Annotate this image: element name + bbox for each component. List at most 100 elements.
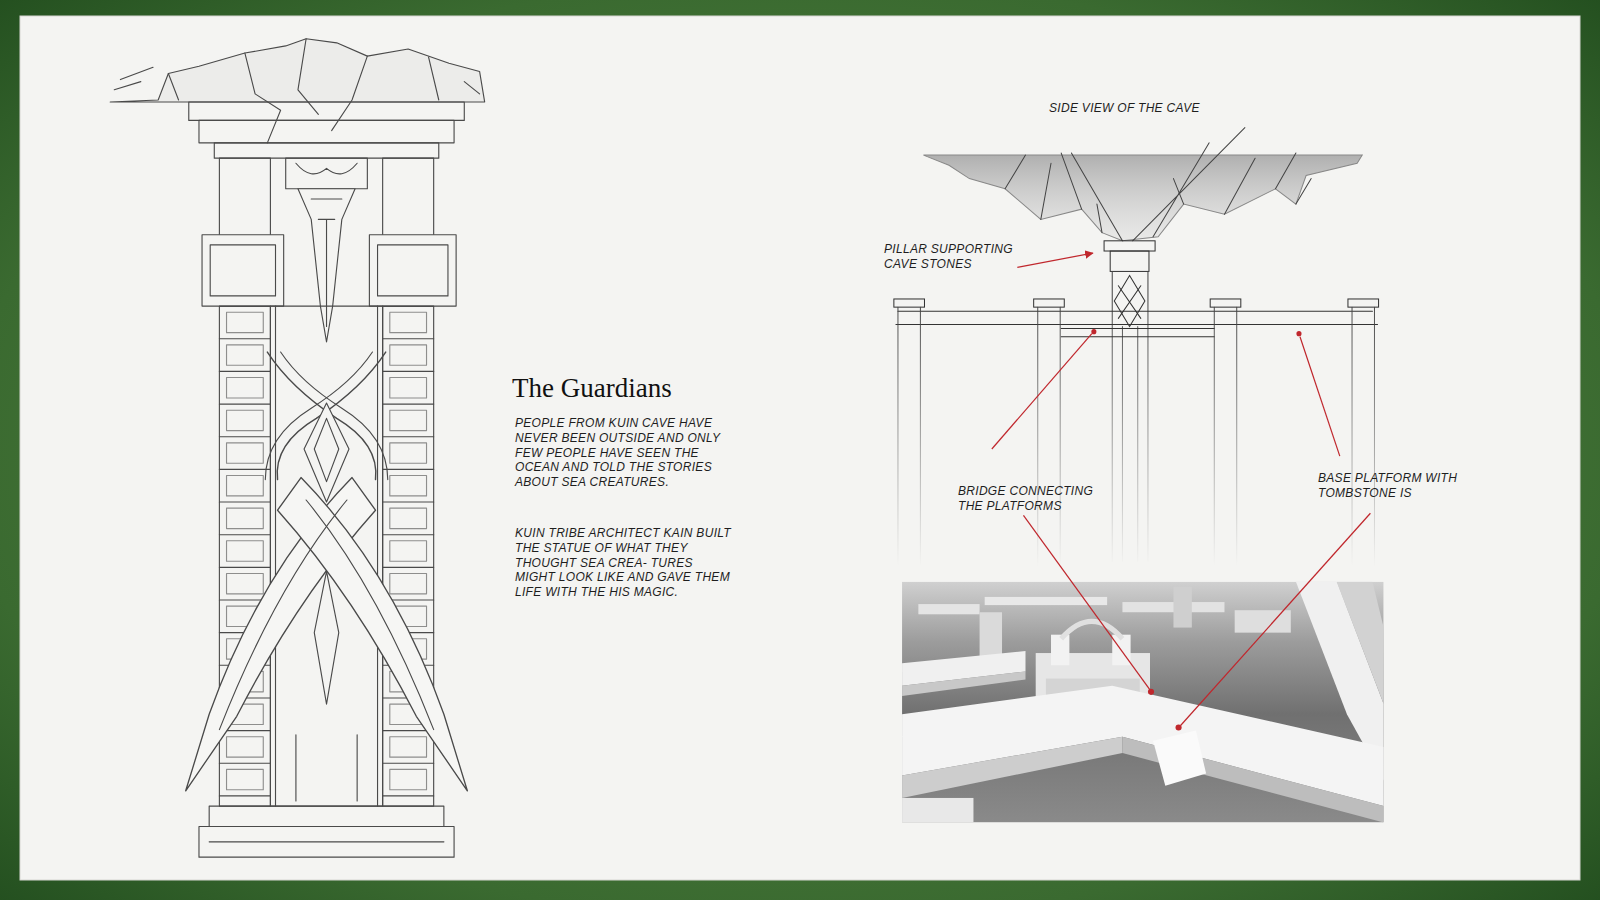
cave-side-view-stroke-stroke [1214, 307, 1236, 566]
pillar-sketch-stroke [114, 82, 141, 90]
cave-side-view-stroke [1118, 286, 1140, 319]
render-view-stroke [1173, 587, 1191, 628]
pillar-sketch-stroke [464, 82, 479, 94]
callout-label: PILLAR SUPPORTING CAVE STONES [884, 242, 1036, 272]
render-view-stroke [1061, 621, 1122, 638]
pillar-sketch-stroke [278, 478, 468, 791]
pillar-sketch-stroke [296, 163, 357, 174]
pillar-sketch [110, 39, 484, 857]
pillar-sketch-stroke [369, 235, 456, 306]
pillar-sketch-stroke-stroke [227, 378, 427, 398]
cave-side-view-stroke-stroke [898, 307, 920, 566]
pillar-sketch-stroke [189, 102, 465, 120]
pillar-sketch-stroke [429, 57, 439, 100]
render-view-stroke [902, 737, 1122, 798]
cave-side-view-stroke [1112, 271, 1148, 561]
leader-lines-stroke [1300, 337, 1340, 456]
pillar-sketch-stroke-stroke [227, 573, 427, 593]
cave-side-view-stroke-stroke [1352, 307, 1374, 566]
pillar-sketch-stroke [209, 806, 444, 826]
pillar-sketch-stroke [306, 500, 434, 730]
cave-side-view-stroke-stroke [1038, 307, 1060, 566]
pillar-sketch-stroke-stroke [219, 338, 433, 339]
pillar-sketch-stroke [120, 67, 153, 79]
pillar-sketch-stroke-stroke [219, 697, 433, 698]
pillar-sketch-stroke-stroke [219, 763, 433, 764]
render-view-stroke [1235, 610, 1291, 632]
paper-sheet [20, 16, 1580, 880]
render-view-stroke [1153, 731, 1206, 786]
pillar-sketch-stroke [311, 199, 342, 327]
pillar-sketch-stroke [186, 478, 376, 791]
render-view-stroke [902, 582, 1384, 823]
render-view [902, 582, 1384, 823]
view-caption: SIDE VIEW OF THE CAVE [1049, 101, 1259, 116]
cave-side-view [894, 128, 1379, 567]
render-view-stroke [1337, 582, 1384, 704]
pillar-sketch-stroke [378, 245, 448, 296]
page-title: The Guardians [512, 372, 672, 404]
cave-side-view-stroke-stroke [1210, 299, 1241, 307]
pillar-sketch-stroke [199, 827, 454, 858]
cave-side-view-stroke [894, 299, 1379, 566]
pillar-sketch-stroke-stroke [227, 737, 427, 757]
pillar-sketch-stroke [168, 73, 178, 100]
pillar-sketch-stroke-stroke [227, 704, 427, 724]
pillar-sketch-stroke [332, 56, 368, 130]
pillar-sketch-stroke [199, 120, 454, 142]
render-view-stroke [902, 671, 1025, 695]
cave-side-view-stroke [1114, 276, 1145, 327]
pillar-sketch-stroke [298, 189, 355, 342]
leader-lines-stroke [1176, 724, 1182, 730]
pillar-sketch-stroke [245, 53, 281, 143]
render-view-stroke [980, 612, 1002, 658]
pillar-sketch-stroke [314, 571, 338, 704]
pillar-sketch-stroke-stroke [219, 599, 433, 600]
pillar-sketch-stroke [314, 418, 338, 481]
cave-side-view-stroke-stroke [1348, 299, 1379, 307]
lore-paragraph: PEOPLE FROM KUIN CAVE HAVE NEVER BEEN OU… [515, 416, 733, 490]
concept-sheet-stroke [110, 39, 1383, 857]
leader-lines-stroke [1148, 689, 1154, 695]
pillar-sketch-stroke [298, 39, 318, 115]
pillar-sketch-stroke-stroke [219, 371, 433, 372]
pillar-sketch-stroke [296, 735, 357, 801]
pillar-sketch-stroke [110, 39, 484, 102]
pillar-sketch-stroke [214, 143, 438, 158]
render-view-stroke [1051, 635, 1069, 666]
leader-lines-stroke [1181, 513, 1371, 725]
cave-side-view-stroke-stroke [1034, 299, 1065, 307]
pillar-sketch-stroke [209, 841, 444, 842]
render-view-stroke [902, 798, 973, 822]
pillar-sketch-stroke-stroke [219, 730, 433, 731]
cave-side-view-stroke-stroke [894, 299, 925, 307]
cave-side-view-stroke [1110, 251, 1149, 271]
cave-side-view-stroke [923, 155, 1362, 241]
cave-side-view-stroke [896, 311, 1378, 324]
pillar-sketch-stroke-stroke [227, 345, 427, 365]
render-view-stroke [918, 604, 979, 614]
pillar-sketch-stroke-stroke [219, 795, 433, 796]
leader-lines-stroke [992, 334, 1092, 449]
render-view-stroke [985, 597, 1107, 605]
leader-lines-stroke [1296, 331, 1301, 336]
cave-side-view-stroke [1005, 128, 1296, 241]
pillar-sketch-stroke-stroke [227, 769, 427, 789]
leader-lines-stroke [1091, 329, 1096, 334]
pillar-sketch-stroke-stroke [227, 312, 427, 332]
pillar-sketch-stroke [286, 158, 368, 189]
pillar-sketch-stroke [219, 500, 347, 730]
cave-side-view-stroke [1061, 329, 1214, 337]
callout-label: BASE PLATFORM WITH TOMBSTONE IS [1318, 471, 1468, 501]
pillar-sketch-stroke [210, 245, 275, 296]
cave-side-view-stroke [1097, 179, 1311, 233]
leader-lines-stroke [1017, 253, 1093, 267]
cave-side-view-stroke [1104, 241, 1155, 251]
leader-lines-stroke [1023, 515, 1150, 689]
callout-label: BRIDGE CONNECTING THE PLATFORMS [958, 484, 1116, 514]
pillar-sketch-stroke [202, 235, 284, 306]
lore-paragraph: KUIN TRIBE ARCHITECT KAIN BUILT THE STAT… [515, 526, 733, 600]
